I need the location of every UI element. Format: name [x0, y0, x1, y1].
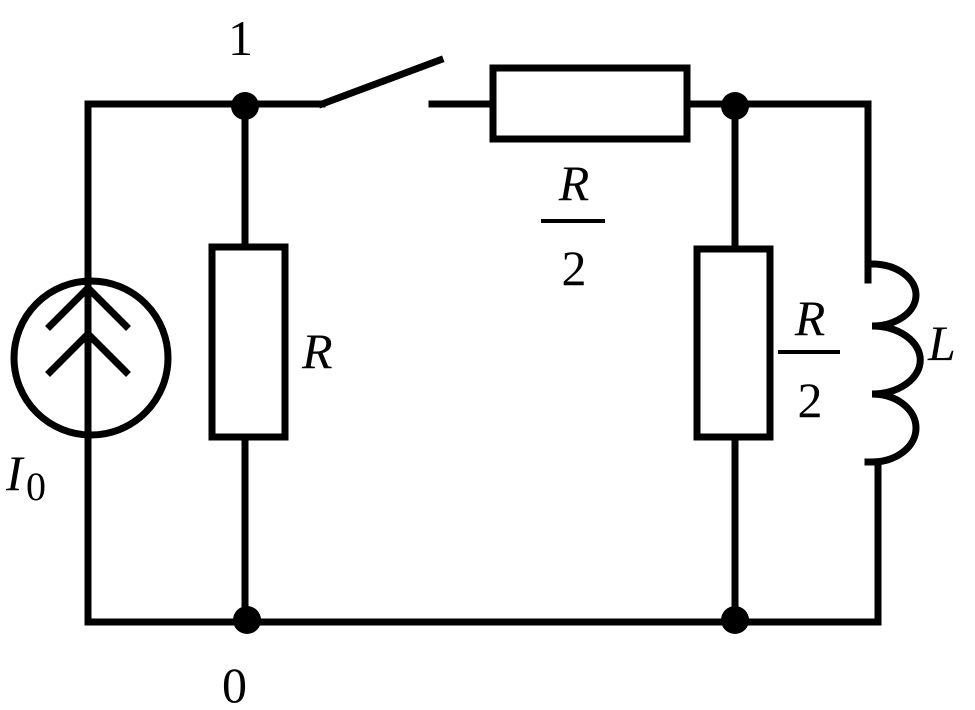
resistor-series-numerator: R — [558, 155, 590, 211]
current-source-subscript: 0 — [26, 464, 46, 509]
junction-top-right — [721, 92, 749, 120]
resistor-right-denominator: 2 — [798, 372, 823, 428]
wire-inductor-bottom — [731, 458, 882, 626]
resistor-series-label: R 2 — [541, 155, 605, 296]
node-label-1: 1 — [228, 10, 253, 66]
junction-node-1 — [231, 92, 259, 120]
node-label-0: 0 — [222, 657, 247, 710]
junction-bottom-right — [721, 606, 749, 634]
junction-dots — [231, 92, 749, 634]
current-source-arrow-upper — [45, 283, 131, 331]
inductor-coil — [868, 260, 924, 466]
resistor-left — [208, 243, 289, 441]
resistor-right-label: R 2 — [778, 290, 840, 428]
current-source — [10, 277, 172, 441]
inductor-label: L — [927, 315, 956, 371]
junction-node-0 — [233, 606, 261, 634]
resistor-right — [693, 245, 774, 441]
current-source-arrow-lower — [45, 329, 131, 377]
resistor-series — [489, 64, 691, 143]
switch-blade — [317, 55, 445, 109]
resistor-series-denominator: 2 — [562, 240, 587, 296]
resistor-left-label: R — [301, 323, 333, 379]
wire-bottom — [84, 433, 739, 626]
resistor-right-numerator: R — [794, 290, 826, 346]
current-source-symbol: I — [5, 445, 25, 501]
